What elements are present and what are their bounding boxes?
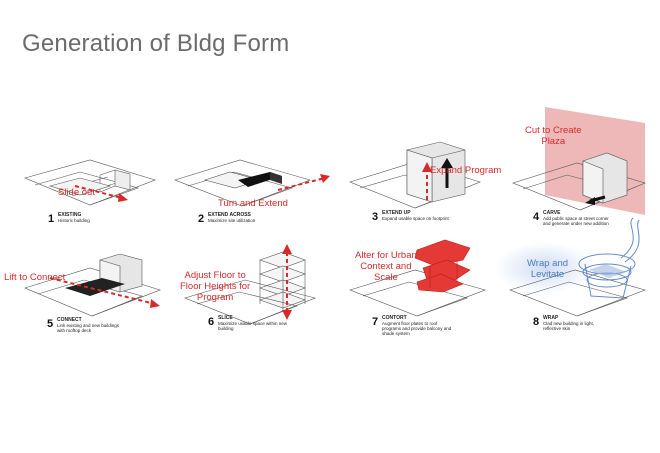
step-3-label-line-1: Expand Program [430,165,502,176]
step-7-label-line-3: Scale [374,272,398,283]
step-8-drawing [495,217,646,317]
step-7-label-line-2: Context and [360,261,412,272]
step-3-number: 3 [372,211,379,223]
step-4-label-line-1: Cut to Create [525,125,582,136]
step-5-drawing [24,253,161,317]
step-2-number: 2 [198,213,205,225]
step-1-heading: EXISTING [58,212,82,218]
step-6-label-line-2: Floor Heights for [180,281,251,292]
step-7-heading: CONTORT [382,315,407,321]
step-1-number: 1 [48,213,55,225]
step-6-caption: SLICE Maximize usable space within new b… [218,315,288,332]
step-4-drawing [512,107,646,215]
step-7-caption-text: Augment floor plates to roof programs an… [382,321,452,336]
step-7-drawing [349,239,486,317]
step-8-number: 8 [533,316,540,328]
step-3-heading: EXTEND UP [382,210,411,216]
step-4-number: 4 [533,211,540,223]
step-1-drawing [24,159,156,206]
step-5-caption-text: Link existing and new buildings with roo… [57,323,120,333]
step-5-diagram: Lift to Connect 5 CONNECT Link existing … [4,250,170,360]
step-8-caption-text: Clad new building in light, reflective s… [543,321,595,331]
step-5-label-line-1: Lift to Connect [4,272,66,283]
step-2-heading: EXTEND ACROSS [208,212,251,218]
step-1-label: Slide out [58,187,95,198]
step-2-label-line-1: Turn and Extend [218,198,288,209]
step-7-label-line-1: Alter for Urban [355,250,417,261]
step-1-caption-text: Historic building [58,218,90,223]
step-4-heading: CARVE [543,210,561,216]
step-1-label-line-1: Slide out [58,187,95,198]
step-8-heading: WRAP [543,315,559,321]
step-2-diagram: Turn and Extend 2 EXTEND ACROSS Maximize… [170,150,330,260]
step-8-label-line-2: Levitate [530,269,565,280]
step-4-label: Cut to Create Plaza [525,125,582,147]
step-6-caption-text: Maximize usable space within new buildin… [218,321,288,331]
step-2-caption: EXTEND ACROSS Maximize site utilization [208,212,278,224]
step-3-drawing [349,141,481,209]
step-7-number: 7 [372,316,379,328]
step-7-caption: CONTORT Augment floor plates to roof pro… [382,315,452,337]
step-4-diagram: Cut to Create Plaza 4 CARVE Add public s… [505,105,655,226]
step-8-caption: WRAP Clad new building in light, reflect… [543,315,613,332]
step-6-diagram: Adjust Floor to Floor Heights for Progra… [175,240,325,350]
step-1-caption: EXISTING Historic building [58,212,128,224]
step-4-label-line-2: Plaza [541,136,566,147]
step-3-label: Expand Program [430,165,501,176]
step-3-diagram: Expand Program 3 EXTEND UP Expand usable… [345,130,501,240]
step-4-caption: CARVE Add public space at street corner … [543,210,613,227]
page-title: Generation of Bldg Form [22,30,290,57]
step-2-caption-text: Maximize site utilization [208,218,256,223]
step-5-label: Lift to Connect [4,272,65,283]
step-3-caption: EXTEND UP Expand usable space on footpri… [382,210,452,222]
step-5-heading: CONNECT [57,317,82,323]
step-8-label-line-1: Wrap and [527,258,569,269]
step-5-number: 5 [47,318,54,330]
step-6-number: 6 [208,316,215,328]
step-4-caption-text: Add public space at street corner and ge… [543,216,609,226]
step-3-caption-text: Expand usable space on footprint [382,216,449,221]
step-7-diagram: Alter for Urban Context and Scale 7 CONT… [345,230,495,340]
step-2-drawing [174,159,330,207]
step-8-label: Wrap and Levitate [527,258,568,280]
step-6-label: Adjust Floor to Floor Heights for Progra… [180,270,250,303]
step-6-label-line-3: Program [196,292,234,303]
step-7-label: Alter for Urban Context and Scale [355,250,417,283]
step-5-caption: CONNECT Link existing and new buildings … [57,317,127,334]
step-6-drawing [184,244,316,325]
step-6-label-line-1: Adjust Floor to [184,270,246,281]
step-8-diagram: Wrap and Levitate 8 WRAP Clad new buildi… [495,217,655,332]
step-2-label: Turn and Extend [218,198,288,209]
step-6-heading: SLICE [218,315,233,321]
step-1-diagram: Slide out 1 EXISTING Historic building [20,150,170,260]
